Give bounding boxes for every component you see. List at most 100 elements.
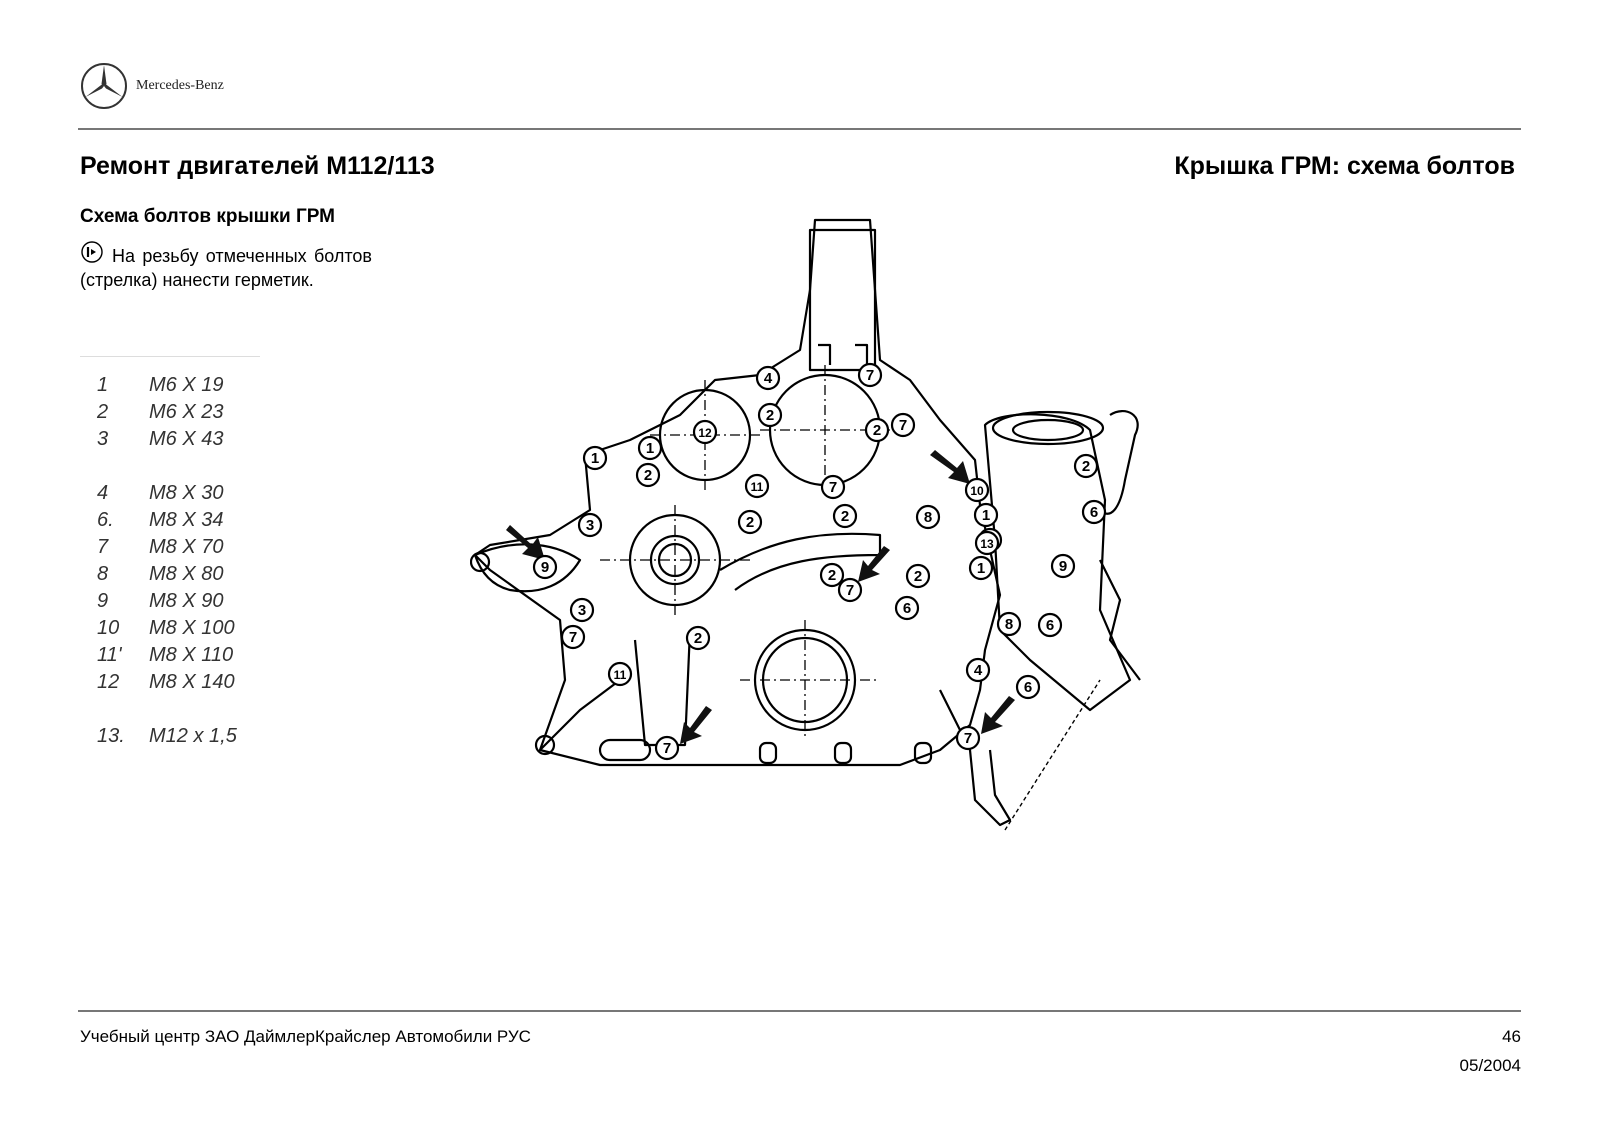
bolt-callout-circle: [582, 445, 608, 471]
bolt-callout-circle: [996, 611, 1022, 637]
bolt-callout-9: 9: [1050, 553, 1076, 579]
bolt-callout-circle: [635, 462, 661, 488]
bolt-callout-circle: [890, 412, 916, 438]
bolt-callout-1: 1: [637, 435, 663, 461]
sealant-arrow-7-bottom: [680, 706, 712, 744]
bolt-callout-label: 2: [694, 630, 702, 647]
bolt-size: M6 X 43: [149, 428, 224, 450]
bolt-callout-circle: [837, 577, 863, 603]
bolt-callout-2: 2: [1073, 453, 1099, 479]
bolt-callout-circle: [757, 402, 783, 428]
bolt-callout-circle: [1015, 674, 1041, 700]
timing-cover-diagram: 1111222222222334466667777777889991011111…: [470, 218, 1141, 831]
bolt-callout-label: 1: [982, 507, 990, 524]
bolt-number: 11': [97, 644, 122, 666]
bolt-callout-13: 13: [974, 530, 1000, 556]
bolt-callout-circle: [857, 362, 883, 388]
bolt-callout-11: 11: [744, 473, 770, 499]
bolt-size: M6 X 19: [149, 374, 224, 396]
bolt-callout-label: 6: [1024, 679, 1032, 696]
bolt-callout-4: 4: [965, 657, 991, 683]
bolt-callout-circle: [744, 473, 770, 499]
sealant-icon: [81, 241, 103, 263]
bolt-callout-label: 12: [698, 426, 712, 440]
bolt-number: 7: [97, 536, 109, 558]
bolt-callout-circle: [820, 474, 846, 500]
bolt-callout-label: 8: [1005, 616, 1013, 633]
bolt-row: 11'M8 X 110: [97, 644, 237, 671]
bolt-callout-7: 7: [654, 735, 680, 761]
bolt-callout-circle: [755, 365, 781, 391]
bolt-callout-4: 4: [755, 365, 781, 391]
bolt-callout-3: 3: [577, 512, 603, 538]
bolt-number: 13.: [97, 725, 125, 747]
bolt-callouts: 1111222222222334466667777777889991011111…: [532, 362, 1107, 761]
header-divider: [78, 128, 1521, 130]
bolt-callout-6: 6: [1015, 674, 1041, 700]
sealant-arrow-10: [930, 450, 970, 484]
cover-outline: [470, 218, 1141, 831]
bolt-callout-7: 7: [560, 624, 586, 650]
footer-divider: [78, 1010, 1521, 1012]
bolt-callout-2: 2: [819, 562, 845, 588]
three-pointed-star-icon: [81, 63, 127, 109]
bolt-callout-circle: [965, 657, 991, 683]
bolt-callout-circle: [1081, 499, 1107, 525]
bolt-callout-circle: [864, 417, 890, 443]
bolt-callout-circle: [819, 562, 845, 588]
bolt-size: M8 X 100: [149, 617, 235, 639]
bolt-callout-9: 9: [532, 554, 558, 580]
bolt-size: M8 X 90: [149, 590, 224, 612]
bolt-callout-7: 7: [890, 412, 916, 438]
bolt-callout-circle: [532, 554, 558, 580]
sealant-arrows: [506, 450, 1015, 744]
bolt-callout-label: 3: [578, 602, 586, 619]
bolt-callout-circle: [974, 530, 1000, 556]
bolt-callout-label: 11: [614, 668, 627, 682]
bolt-callout-circle: [964, 477, 990, 503]
bolt-callout-label: 7: [964, 730, 972, 747]
bolt-callout-1: 1: [973, 502, 999, 528]
diagram-subtitle: Схема болтов крышки ГРМ: [80, 206, 336, 227]
footer-organization: Учебный центр ЗАО ДаймлерКрайслер Автомо…: [80, 1027, 531, 1046]
bolt-callout-circle: [915, 504, 941, 530]
bolt-callout-label: 7: [899, 417, 907, 434]
bolt-callout-label: 7: [663, 740, 671, 757]
section-title: Крышка ГРМ: схема болтов: [1174, 152, 1515, 180]
bolt-callout-10: 10: [964, 477, 990, 503]
bolt-callout-7: 7: [857, 362, 883, 388]
bolt-group-gap: [97, 698, 237, 725]
bolt-size: M8 X 30: [149, 482, 224, 504]
bolt-callout-1: 1: [968, 555, 994, 581]
sealant-note-text: На резьбу отмеченных болтов (стрелка) на…: [80, 246, 372, 290]
bolt-callout-7: 7: [955, 725, 981, 751]
bolt-callout-circle: [955, 725, 981, 751]
bolt-callout-label: 4: [974, 662, 983, 679]
bolt-number: 4: [97, 482, 109, 504]
bolt-callout-label: 7: [829, 479, 837, 496]
bolt-row: 6. M8 X 34: [97, 509, 237, 536]
bolt-callout-label: 1: [591, 450, 599, 467]
bolt-number: 9: [97, 590, 109, 612]
bolt-size: M8 X 34: [149, 509, 224, 531]
brand-name: Mercedes-Benz: [136, 78, 224, 93]
bolt-callout-circle: [692, 419, 718, 445]
bolt-callout-label: 11: [751, 480, 764, 494]
bolt-number: 8: [97, 563, 109, 585]
bolt-size: M12 x 1,5: [149, 725, 237, 747]
bolt-callout-circle: [832, 503, 858, 529]
bolt-callout-label: 8: [924, 509, 932, 526]
bolt-callout-label: 2: [644, 467, 652, 484]
bolt-number: 6.: [97, 509, 114, 531]
bolt-callout-2: 2: [737, 509, 763, 535]
bolt-callout-label: 6: [1046, 617, 1054, 634]
bolt-callout-label: 2: [766, 407, 774, 424]
bolt-callout-7: 7: [820, 474, 846, 500]
bolt-callout-label: 2: [746, 514, 754, 531]
bolt-callout-2: 2: [832, 503, 858, 529]
sealant-arrow-7-mid: [858, 546, 890, 582]
